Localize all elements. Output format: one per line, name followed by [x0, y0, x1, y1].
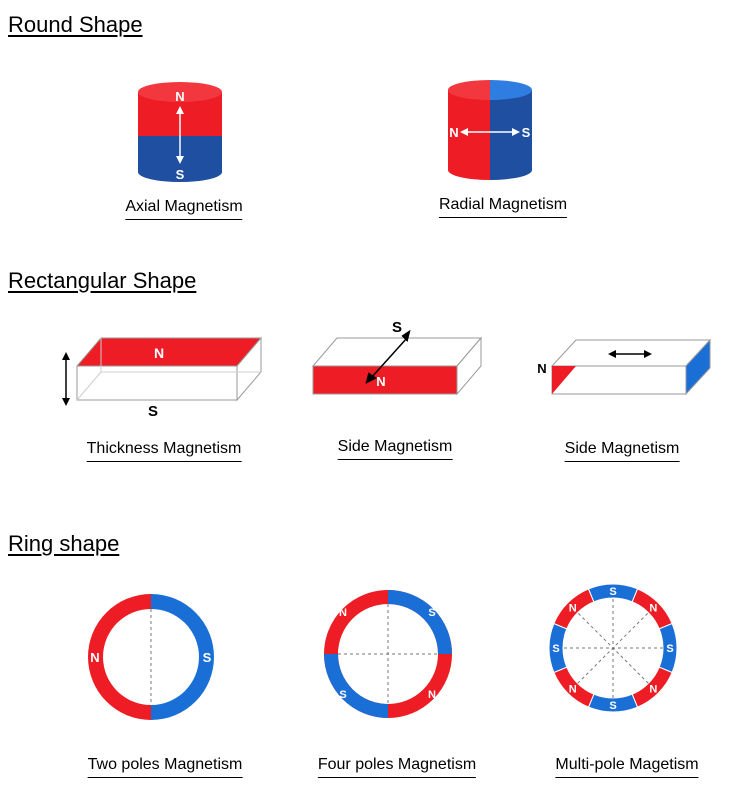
north-label: N: [90, 650, 99, 665]
north-label: N: [339, 607, 347, 619]
side-block-diagram-2: N: [537, 338, 712, 396]
caption-side-magnetism-1: Side Magnetism: [337, 438, 453, 460]
south-label: S: [203, 650, 212, 665]
north-label: N: [428, 689, 436, 701]
north-label: N: [649, 603, 657, 615]
south-label: S: [339, 689, 346, 701]
thickness-block-diagram: N S: [62, 336, 263, 420]
four-pole-ring-diagram: N S S N: [324, 590, 452, 718]
section-title-round: Round Shape: [8, 12, 143, 37]
caption-four-poles-magnetism: Four poles Magnetism: [317, 756, 477, 778]
north-label: N: [376, 374, 385, 389]
north-label: N: [569, 603, 577, 615]
caption-thickness-magnetism: Thickness Magnetism: [86, 440, 242, 462]
south-label: S: [392, 319, 402, 336]
south-label: S: [609, 700, 616, 712]
south-pole-segment: [587, 583, 639, 603]
north-label: N: [649, 683, 657, 695]
north-label: N: [537, 361, 546, 376]
section-title-ring: Ring shape: [8, 531, 120, 556]
caption-side-magnetism-2: Side Magnetism: [564, 440, 680, 462]
caption-two-poles-magnetism: Two poles Magnetism: [87, 756, 243, 778]
side-block-diagram-1: S N: [311, 319, 483, 396]
south-label: S: [552, 643, 559, 655]
north-label: N: [175, 89, 184, 104]
two-pole-ring-diagram: N S: [88, 594, 214, 720]
south-label: S: [522, 125, 531, 140]
axial-cylinder-diagram: N S: [138, 82, 222, 182]
multi-pole-ring-diagram: N S N S N S N S: [548, 583, 678, 713]
south-label: S: [666, 643, 673, 655]
caption-multi-pole-magetism: Multi-pole Magetism: [555, 756, 699, 778]
radial-cylinder-diagram: N S: [448, 80, 532, 180]
caption-radial-magnetism: Radial Magnetism: [438, 196, 568, 218]
south-label: S: [148, 403, 158, 420]
section-title-rectangular: Rectangular Shape: [8, 268, 197, 293]
south-label: S: [609, 586, 616, 598]
caption-axial-magnetism: Axial Magnetism: [125, 198, 243, 220]
south-label: S: [428, 607, 435, 619]
north-label: N: [449, 125, 458, 140]
south-label: S: [176, 167, 185, 182]
north-label: N: [154, 345, 164, 361]
north-label: N: [569, 683, 577, 695]
divider-line: [577, 612, 649, 684]
